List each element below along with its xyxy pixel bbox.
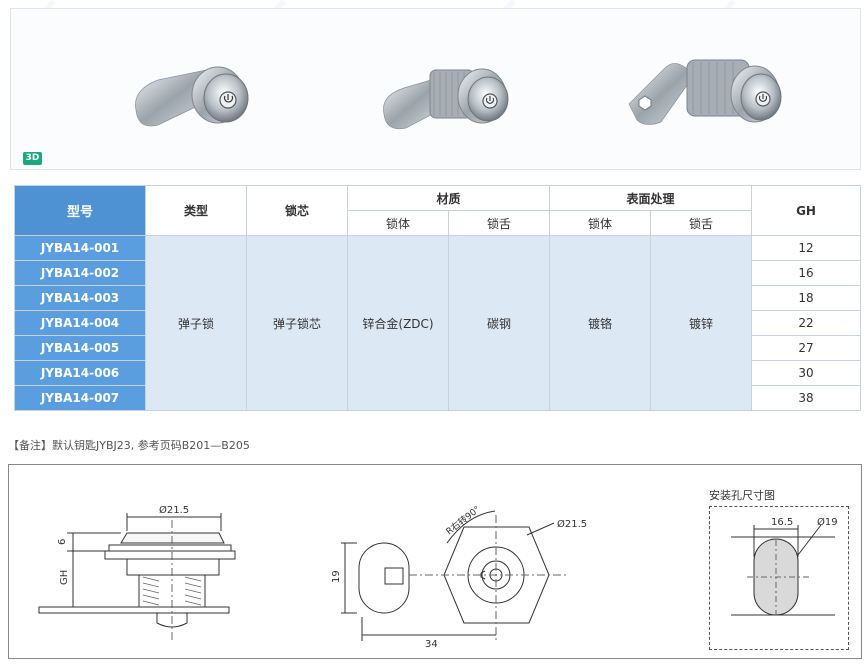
spec-table: 型号 类型 锁芯 材质 表面处理 GH 锁体 锁舌 锁体 锁舌 JYBA14-0… [14, 185, 862, 411]
model-cell: JYBA14-003 [14, 285, 146, 311]
remark-note: 【备注】默认钥匙JYBJ23, 参考页码B201—B205 [8, 439, 250, 452]
type-cell: 弹子锁 [145, 235, 247, 411]
table-row: JYBA14-001 弹子锁 弹子锁芯 锌合金(ZDC) 碳钢 镀铬 镀锌 12 [14, 235, 862, 411]
side-gh-label: GH [59, 570, 70, 585]
gh-cell: 30 [751, 360, 862, 386]
cam-lock-photo-2 [383, 68, 509, 130]
front-19-label: 19 [331, 570, 342, 583]
header-gh: GH [751, 185, 862, 236]
gh-cell: 12 [751, 235, 862, 261]
table-row: JYBA14-002 16 [14, 260, 862, 286]
front-dia-label: Ø21.5 [557, 518, 587, 530]
table-row: JYBA14-007 38 [14, 385, 862, 411]
mounting-hole-title: 安装孔尺寸图 [709, 489, 775, 502]
header-core: 锁芯 [246, 185, 348, 236]
table-row: JYBA14-006 30 [14, 360, 862, 386]
model-cell: JYBA14-005 [14, 335, 146, 361]
mounting-hole-frame [709, 506, 849, 650]
hole-16-5-label: 16.5 [771, 517, 793, 528]
drawing-svg: Ø21.5 6 GH R右转90° Ø21.5 19 34 16.5 Ø19 [38, 503, 838, 650]
table-row: JYBA14-005 27 [14, 335, 862, 361]
header-surface-body: 锁体 [549, 210, 652, 236]
3d-badge[interactable]: 3D [23, 152, 42, 165]
material-body-cell: 锌合金(ZDC) [347, 235, 449, 411]
gh-cell: 22 [751, 310, 862, 336]
surface-tongue-cell: 镀锌 [650, 235, 753, 411]
surface-body-cell: 镀铬 [549, 235, 652, 411]
core-cell: 弹子锁芯 [246, 235, 348, 411]
gh-cell: 18 [751, 285, 862, 311]
header-surface-tongue: 锁舌 [650, 210, 753, 236]
material-tongue-cell: 碳钢 [447, 235, 551, 411]
side-dia-label: Ø21.5 [159, 504, 189, 516]
side-six-label: 6 [57, 539, 68, 545]
gh-cell: 38 [751, 385, 862, 411]
header-material: 材质 [346, 185, 551, 211]
model-cell: JYBA14-004 [14, 310, 146, 336]
cam-lock-photo-1 [135, 66, 249, 127]
technical-drawing: Ø21.5 6 GH R右转90° Ø21.5 19 34 16.5 Ø19 安… [8, 464, 862, 659]
header-surface: 表面处理 [549, 185, 753, 211]
header-material-tongue: 锁舌 [447, 210, 551, 236]
front-34-label: 34 [425, 639, 438, 650]
cam-lock-photo-3 [628, 59, 782, 125]
header-type: 类型 [145, 185, 247, 236]
header-model: 型号 [14, 185, 146, 236]
gh-cell: 27 [751, 335, 862, 361]
model-cell: JYBA14-006 [14, 360, 146, 386]
gh-cell: 16 [751, 260, 862, 286]
model-cell: JYBA14-002 [14, 260, 146, 286]
hole-dia19-label: Ø19 [817, 516, 838, 528]
header-material-body: 锁体 [347, 210, 449, 236]
model-cell: JYBA14-001 [14, 235, 146, 261]
model-cell: JYBA14-007 [14, 385, 146, 411]
